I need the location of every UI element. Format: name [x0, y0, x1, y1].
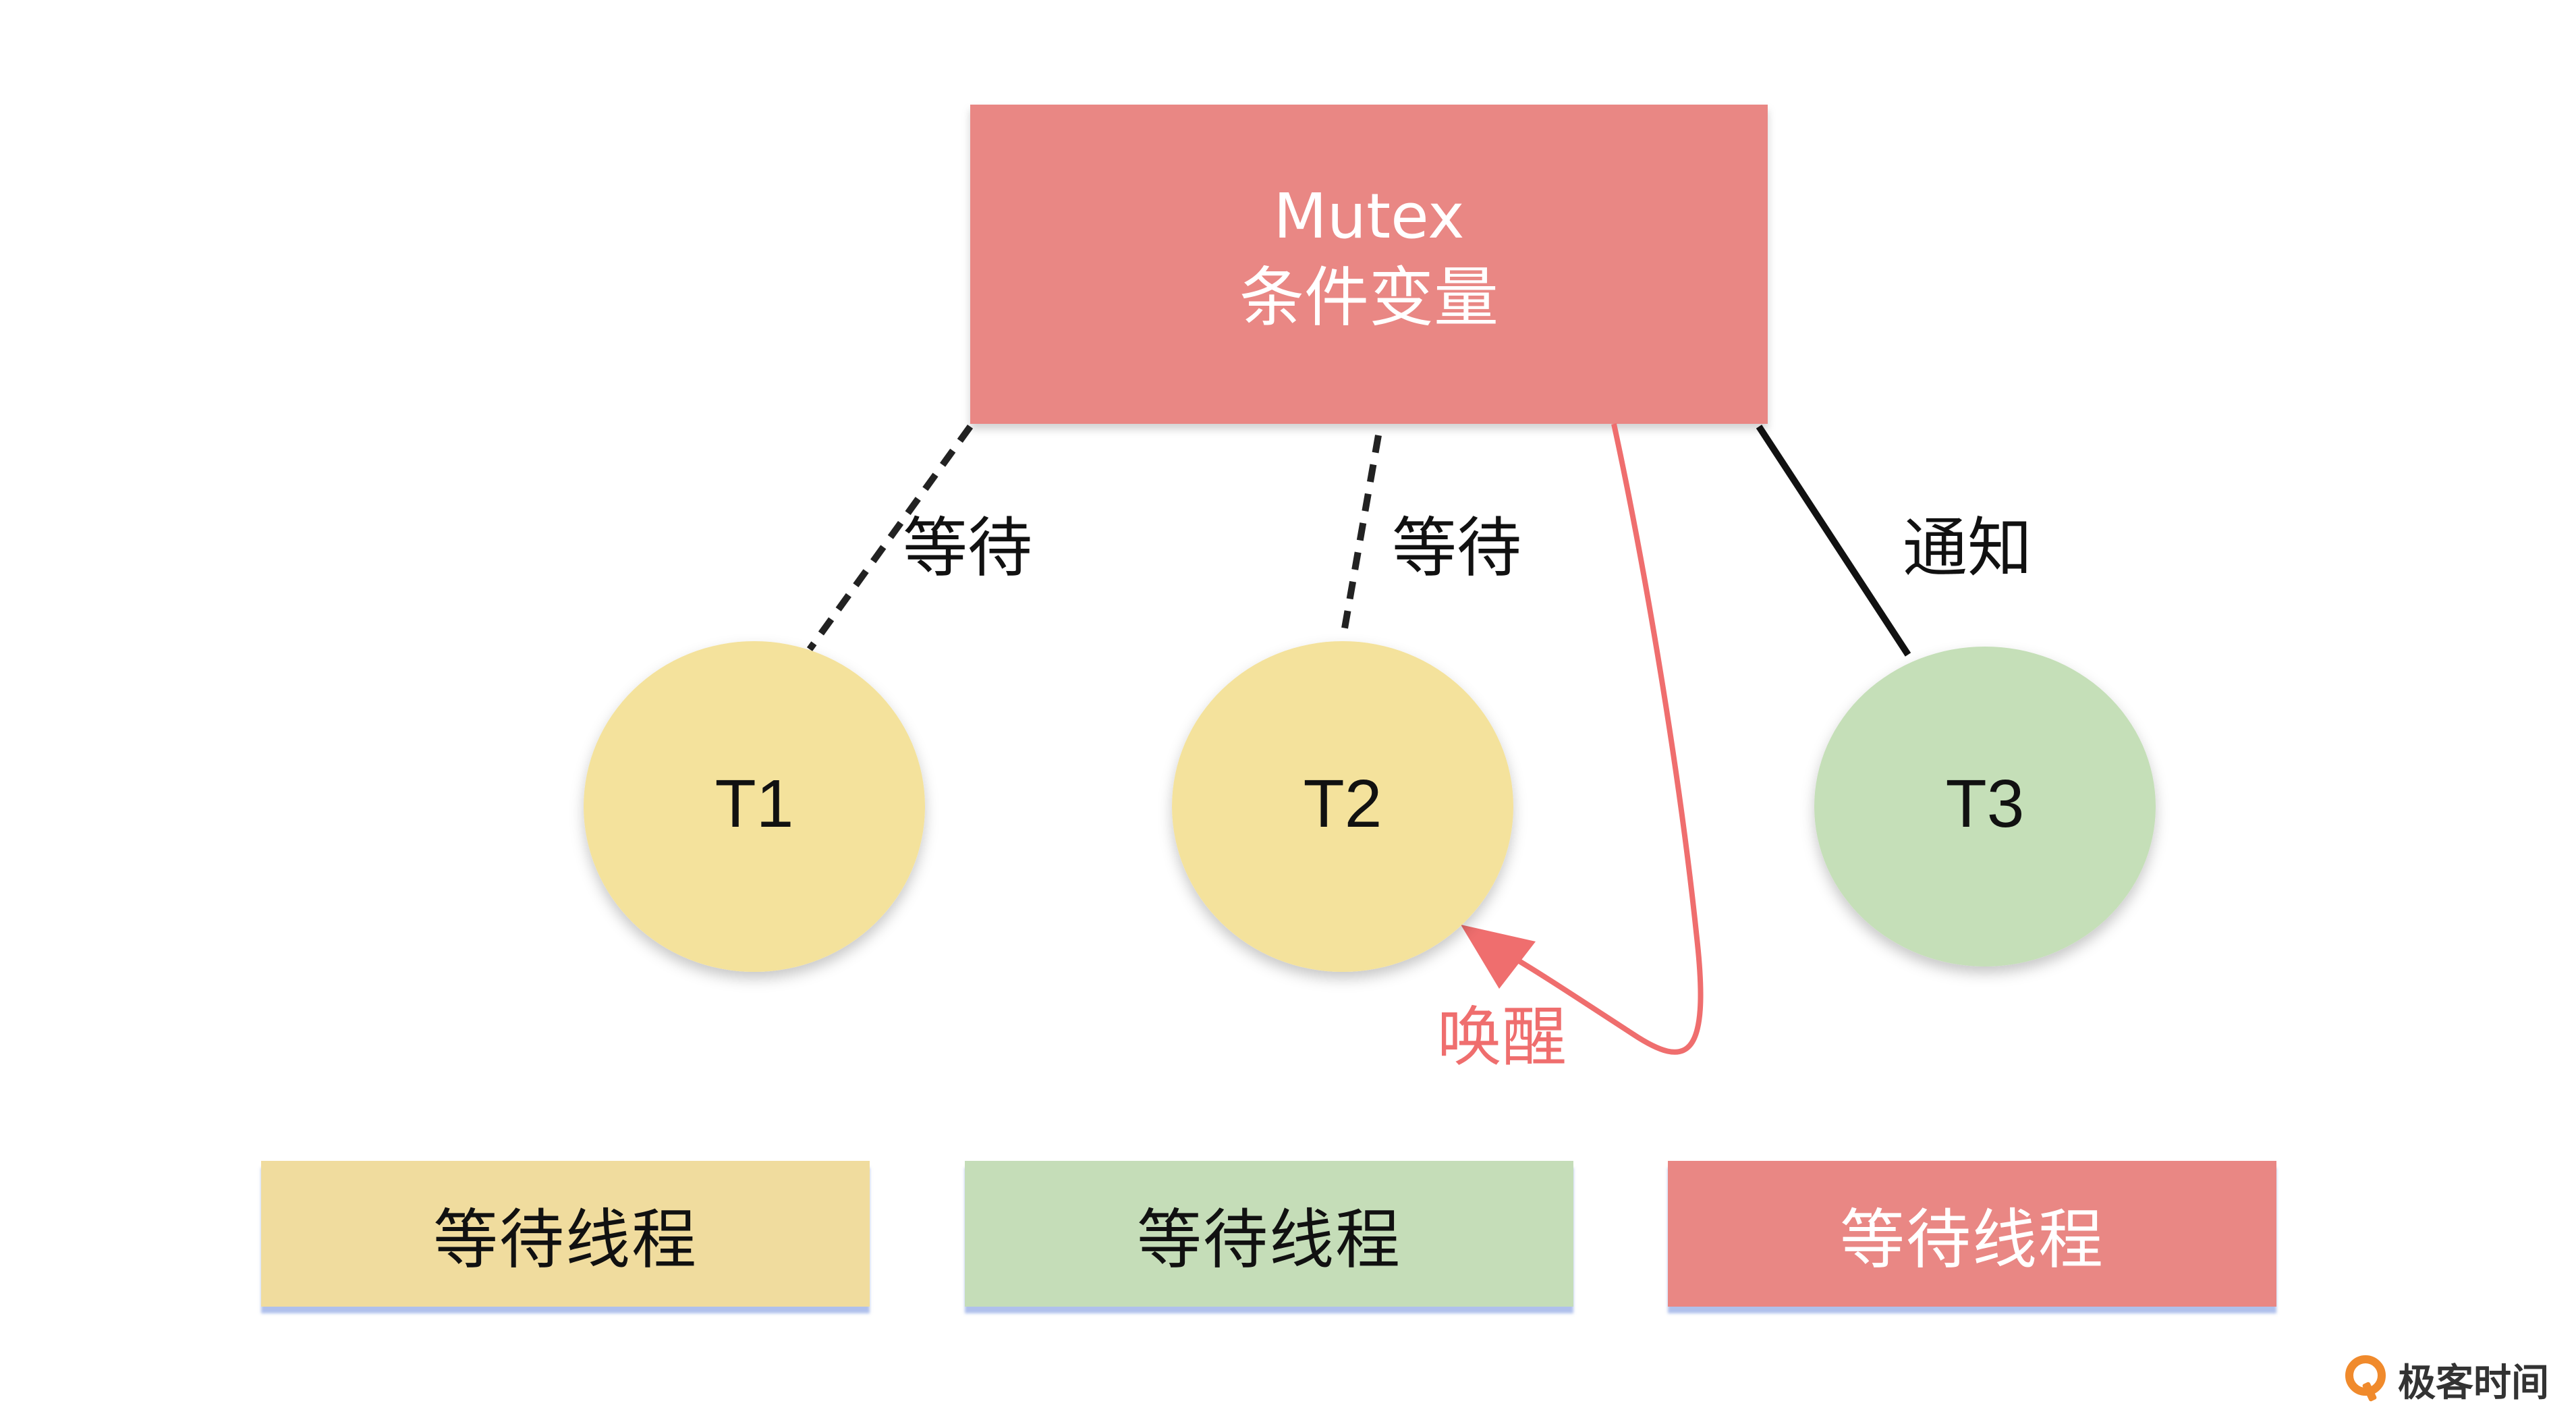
edge-label-wait-t1: 等待: [903, 510, 1032, 586]
legend-waiting-thread-yellow: 等待线程: [261, 1161, 870, 1307]
geektime-logo-icon: [2345, 1355, 2386, 1402]
thread-node-t2: T2: [1172, 641, 1513, 972]
legend-waiting-thread-green: 等待线程: [965, 1161, 1573, 1307]
edge-wait-t1: [806, 425, 974, 651]
edge-notify-t3: [1756, 425, 1911, 657]
wakeup-arrowhead-icon: [1461, 925, 1536, 989]
mutex-box: [970, 105, 1768, 424]
edge-label-wakeup: 唤醒: [1437, 1000, 1567, 1075]
legend-label-yellow: 等待线程: [433, 1201, 698, 1278]
brand-watermark: 极客时间: [2345, 1355, 2549, 1405]
mutex-title: Mutex: [1273, 180, 1464, 252]
edge-wait-t2: [1339, 435, 1382, 640]
mutex-subtitle: 条件变量: [1239, 260, 1499, 335]
thread-label-t1: T1: [715, 766, 794, 842]
legend-label-green: 等待线程: [1137, 1201, 1401, 1278]
edge-label-wait-t2: 等待: [1392, 510, 1521, 586]
thread-label-t3: T3: [1946, 766, 2025, 842]
thread-label-t2: T2: [1304, 766, 1382, 842]
edge-label-notify: 通知: [1903, 510, 2032, 586]
legend-label-red: 等待线程: [1840, 1201, 2104, 1278]
legend-waiting-thread-red: 等待线程: [1668, 1161, 2276, 1307]
edge-wakeup-arrow: [1502, 423, 1704, 1055]
brand-label: 极客时间: [2398, 1361, 2549, 1405]
thread-node-t1: T1: [584, 641, 925, 972]
thread-node-t3: T3: [1814, 647, 2156, 966]
